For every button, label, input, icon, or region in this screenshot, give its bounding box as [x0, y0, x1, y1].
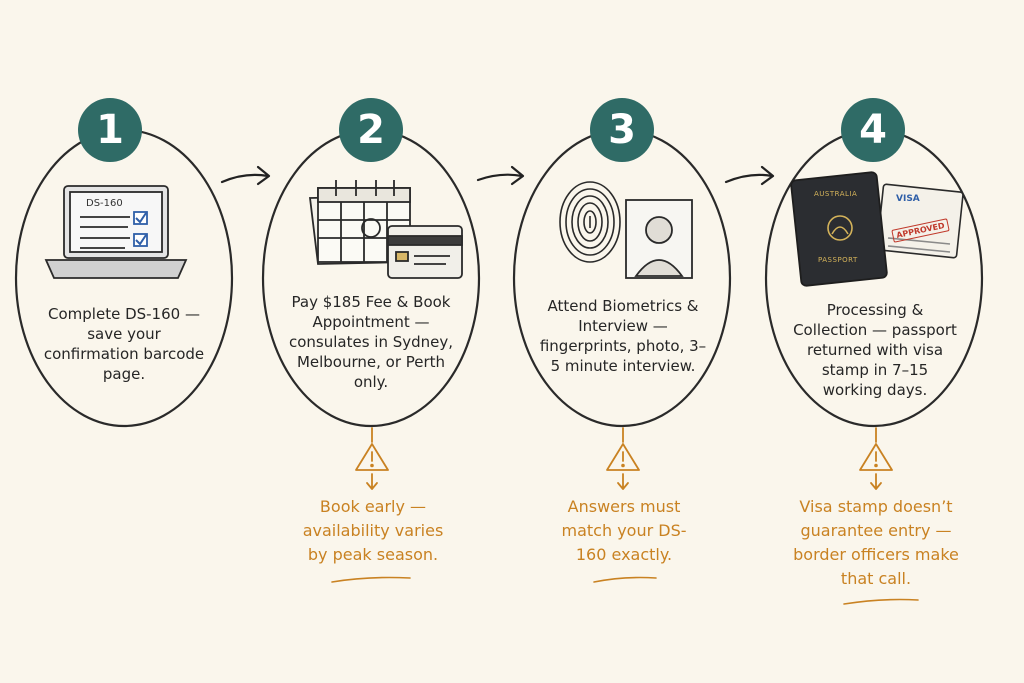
fingerprint-icon — [559, 181, 621, 263]
step-3-number: 3 — [590, 98, 654, 162]
step-2-number: 2 — [339, 98, 403, 162]
step-4-number: 4 — [841, 98, 905, 162]
warning-3-text: Visa stamp doesn’t guarantee entry — bor… — [793, 497, 959, 588]
passport-icon — [790, 171, 888, 287]
warning-2-text: Answers must match your DS-160 exactly. — [561, 497, 687, 564]
warning-icon — [859, 443, 893, 471]
step-4-caption: Processing & Collection — passport retur… — [793, 301, 957, 399]
warning-icon — [355, 443, 389, 471]
laptop-icon — [44, 185, 188, 279]
credit-card-icon — [387, 225, 463, 279]
arrow-right-icon — [220, 165, 271, 186]
arrow-down-icon — [870, 473, 882, 490]
arrow-down-icon — [366, 473, 378, 490]
warning-underline — [843, 598, 919, 605]
passport-country-label: AUSTRALIA — [814, 190, 858, 198]
warning-underline — [593, 576, 657, 583]
arrow-down-icon — [617, 473, 629, 490]
arrow-right-icon — [476, 165, 525, 186]
step-1-caption: Complete DS-160 — save your confirmation… — [43, 305, 205, 383]
portrait-photo-icon — [625, 199, 693, 279]
step-3-bubble — [512, 128, 732, 428]
step-2-caption: Pay $185 Fee & Book Appointment — consul… — [288, 293, 454, 391]
warning-underline — [331, 576, 411, 583]
step-3-caption: Attend Biometrics & Interview — fingerpr… — [539, 297, 707, 375]
laptop-screen-label: DS-160 — [86, 198, 123, 209]
visa-document-icon — [876, 183, 964, 259]
passport-title-label: PASSPORT — [818, 256, 858, 264]
warning-icon — [606, 443, 640, 471]
arrow-right-icon — [724, 165, 775, 186]
step-1-number: 1 — [78, 98, 142, 162]
visa-label: VISA — [896, 194, 920, 204]
warning-1-text: Book early — availability varies by peak… — [302, 497, 444, 564]
